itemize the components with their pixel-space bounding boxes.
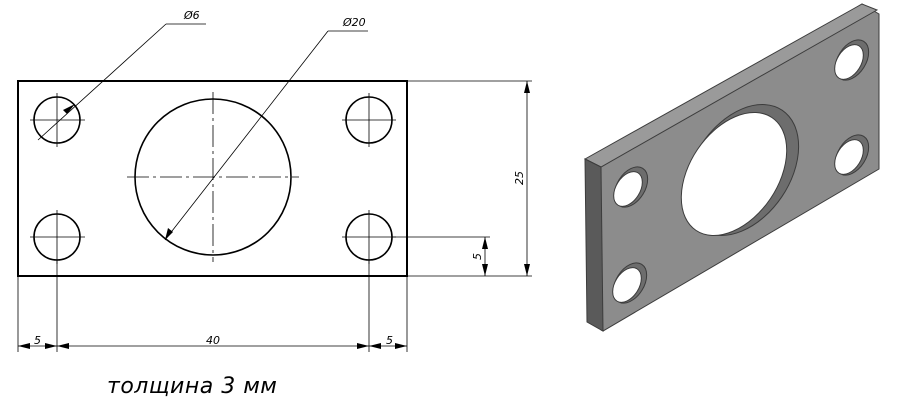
dim-hole-spacing: 40 (206, 334, 220, 347)
iso-small-holes (612, 39, 870, 304)
plate-side-left (584, 158, 604, 332)
extension-lines (17, 80, 532, 352)
thickness-note: толщина 3 мм (107, 374, 278, 399)
iso-hole-large-opening (680, 111, 788, 237)
dimension-lines (18, 23, 528, 347)
front-view: Ø6 Ø20 25 5 5 40 5 (17, 9, 532, 352)
dim-right-margin: 5 (386, 334, 393, 347)
isometric-view (583, 3, 880, 332)
center-lines (30, 92, 396, 264)
dim-large-hole-diameter: Ø20 (342, 16, 366, 29)
plate-outline (17, 80, 408, 277)
arrowheads (18, 81, 530, 349)
dim-left-margin: 5 (34, 334, 41, 347)
dim-height: 25 (513, 171, 526, 185)
dim-hole-offset-vertical: 5 (471, 253, 484, 260)
dim-small-hole-diameter: Ø6 (183, 9, 200, 22)
